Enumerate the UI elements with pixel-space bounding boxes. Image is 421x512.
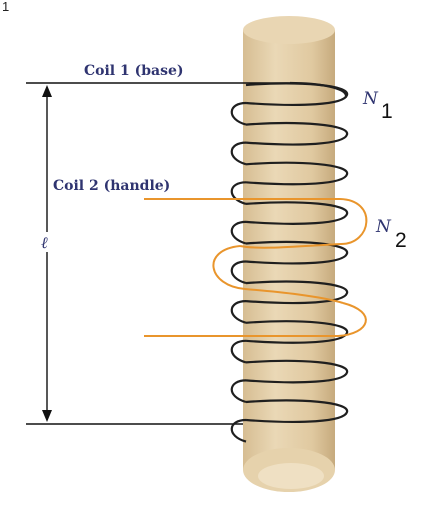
coil-2-label: Coil 2 (handle)	[53, 178, 170, 194]
n2-subscript: 2	[395, 229, 407, 252]
coil-1-turn	[245, 201, 349, 225]
coil-2-turn-left-1	[212, 245, 246, 290]
length-label-bg	[40, 232, 54, 252]
coil-1-turn-left	[230, 181, 247, 205]
coil-1-turn	[245, 82, 349, 106]
coil-2-winding	[144, 198, 368, 337]
coil-2-turn-front-2	[337, 302, 367, 337]
coil-2-turn-back-1	[239, 243, 342, 249]
coil-1-turn	[245, 399, 349, 423]
coil-1-turn	[245, 121, 349, 146]
coil-1-winding	[230, 81, 349, 443]
coil-1-turn	[245, 359, 349, 384]
length-dimension: ℓ	[26, 82, 290, 425]
coil-2-turn-front-1	[339, 198, 368, 245]
coil-1-turn-left	[230, 260, 247, 285]
coil-1-turn-left	[230, 101, 247, 126]
n1-symbol: N	[362, 89, 379, 109]
rod-body	[243, 30, 335, 470]
coil-1-turn-left	[230, 300, 247, 324]
corner-label: 1	[2, 0, 9, 14]
coil-1-turn-left	[230, 141, 247, 166]
coil-1-turn-left	[230, 418, 247, 443]
coil-1-turn-left	[230, 220, 247, 245]
coil-1-label: Coil 1 (base)	[84, 63, 184, 79]
rod-top-cap	[243, 16, 335, 44]
coil-2-turn-back-2	[244, 288, 344, 304]
length-arrow-head-top	[42, 85, 52, 97]
coil-1-turn	[245, 280, 349, 305]
n2-symbol: N	[375, 217, 392, 237]
length-arrow-head-bottom	[42, 410, 52, 422]
coil-1-turn	[245, 320, 349, 344]
length-symbol: ℓ	[41, 233, 48, 252]
coil-1-turn-left	[230, 379, 247, 404]
coil-1-turn-left	[230, 339, 247, 364]
rod-bottom-cap-inner	[258, 463, 324, 489]
coil-1-turn	[245, 161, 349, 186]
coil-1-turn	[245, 240, 349, 265]
n1-subscript: 1	[381, 100, 393, 123]
